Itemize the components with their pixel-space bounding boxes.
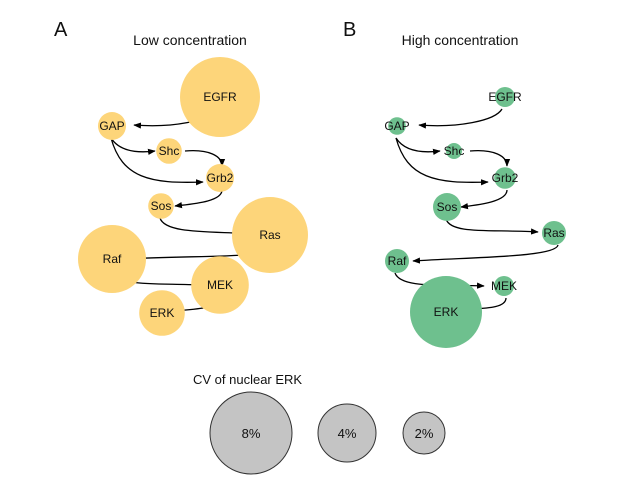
- node-gap: GAP: [384, 117, 410, 135]
- node-label-sos: Sos: [437, 200, 458, 214]
- edge-grb2-sos: [174, 189, 223, 209]
- node-circle-ras: [542, 221, 566, 245]
- node-circle-gap: [98, 112, 126, 140]
- node-circle-shc: [446, 143, 462, 159]
- node-label-gap: GAP: [384, 119, 409, 133]
- node-label-raf: Raf: [388, 254, 407, 268]
- node-egfr: EGFR: [180, 57, 260, 137]
- node-raf: Raf: [385, 249, 409, 273]
- node-egfr: EGFR: [488, 87, 522, 107]
- node-grb2: Grb2: [206, 164, 234, 192]
- legend-label: 8%: [242, 426, 261, 441]
- node-label-erk: ERK: [434, 305, 459, 319]
- node-circle-erk: [410, 276, 482, 348]
- node-mek: MEK: [491, 276, 517, 296]
- node-label-shc: Shc: [159, 144, 180, 158]
- node-circle-gap: [388, 117, 406, 135]
- node-erk: ERK: [139, 290, 185, 336]
- node-gap: GAP: [98, 112, 126, 140]
- node-circle-sos: [148, 193, 174, 219]
- node-sos: Sos: [433, 193, 461, 221]
- legend-items: 8% 4% 2%: [209, 391, 446, 475]
- node-label-mek: MEK: [491, 279, 517, 293]
- edge-gap-shc: [395, 137, 441, 155]
- node-ras: Ras: [232, 197, 308, 273]
- edge-gap-grb2: [110, 137, 204, 186]
- legend: CV of nuclear ERK 8% 4% 2%: [193, 372, 446, 475]
- legend-item: 8%: [209, 391, 293, 475]
- node-ras: Ras: [542, 221, 566, 245]
- node-circle-egfr: [180, 57, 260, 137]
- legend-title: CV of nuclear ERK: [193, 372, 302, 387]
- node-label-egfr: EGFR: [488, 90, 522, 104]
- panel-letter-b: B: [343, 19, 356, 41]
- node-shc: Shc: [156, 138, 182, 164]
- panel-b: B High concentration EGFR GAP ShcGrb2SosRa…: [343, 19, 566, 348]
- node-erk: ERK: [410, 276, 482, 348]
- legend-circle: [402, 411, 446, 455]
- node-label-sos: Sos: [151, 199, 172, 213]
- node-circle-egfr: [495, 87, 515, 107]
- node-label-ras: Ras: [543, 226, 564, 240]
- node-circle-sos: [433, 193, 461, 221]
- edge-sos-ras: [445, 218, 539, 235]
- edge-gap-shc: [110, 137, 156, 155]
- node-mek: MEK: [191, 256, 249, 314]
- node-shc: Shc: [444, 143, 465, 159]
- node-label-shc: Shc: [444, 144, 465, 158]
- node-label-erk: ERK: [150, 306, 175, 320]
- node-grb2: Grb2: [492, 167, 519, 189]
- edge-grb2-sos: [460, 189, 508, 210]
- edge-ras-raf: [412, 244, 559, 264]
- legend-item: 4%: [317, 403, 377, 463]
- panel-title-a: Low concentration: [133, 32, 247, 48]
- edge-shc-grb2: [184, 150, 226, 167]
- panel-title-b: High concentration: [402, 32, 519, 48]
- edge-egfr-gap: [418, 108, 503, 129]
- panel-a: A Low concentration EGFR GAP ShcGrb2SosRas…: [54, 19, 308, 336]
- legend-circle: [209, 391, 293, 475]
- legend-item: 2%: [402, 411, 446, 455]
- node-circle-erk: [139, 290, 185, 336]
- node-circle-ras: [232, 197, 308, 273]
- node-label-grb2: Grb2: [492, 171, 519, 185]
- node-label-egfr: EGFR: [203, 90, 237, 104]
- node-label-raf: Raf: [103, 252, 122, 266]
- panel-letter-a: A: [54, 19, 68, 41]
- node-sos: Sos: [148, 193, 174, 219]
- edge-shc-grb2: [469, 150, 511, 167]
- node-circle-grb2: [206, 164, 234, 192]
- legend-circle: [317, 403, 377, 463]
- node-circle-raf: [78, 225, 146, 293]
- edges-b: [394, 108, 559, 313]
- node-circle-grb2: [494, 167, 516, 189]
- node-circle-shc: [156, 138, 182, 164]
- node-label-gap: GAP: [99, 119, 124, 133]
- node-raf: Raf: [78, 225, 146, 293]
- node-label-grb2: Grb2: [207, 171, 234, 185]
- node-circle-raf: [385, 249, 409, 273]
- legend-label: 4%: [338, 426, 357, 441]
- legend-label: 2%: [415, 426, 434, 441]
- node-label-ras: Ras: [259, 228, 280, 242]
- node-label-mek: MEK: [207, 278, 233, 292]
- node-circle-mek: [494, 276, 514, 296]
- edge-gap-grb2: [395, 137, 489, 186]
- node-circle-mek: [191, 256, 249, 314]
